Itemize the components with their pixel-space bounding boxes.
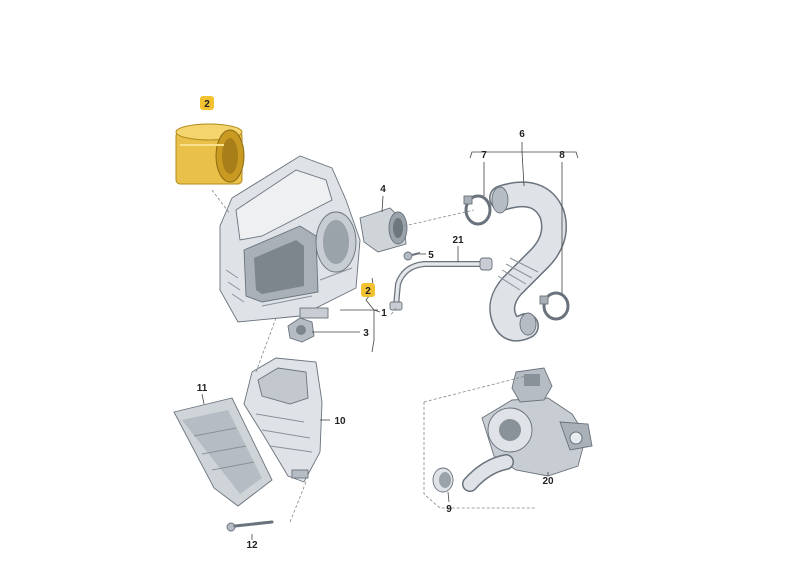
part-labels: 2 2 1 3 4 5 6 7 8 9 10 11 12 20 21: [197, 99, 566, 551]
label-5: 5: [428, 250, 434, 261]
badge-2-top: [200, 96, 214, 110]
turbocharger: [462, 367, 593, 492]
breather-hose: [389, 257, 493, 311]
label-9: 9: [446, 504, 452, 515]
air-guide-panel: [173, 397, 273, 507]
highlight-badges: [200, 96, 375, 297]
label-20: 20: [542, 476, 554, 487]
air-filter-element: [175, 123, 245, 185]
label-2-housing: 2: [365, 286, 371, 297]
badge-2-mid: [361, 283, 375, 297]
label-1: 1: [381, 308, 387, 319]
label-7: 7: [481, 150, 487, 161]
label-6: 6: [519, 129, 525, 140]
bolt-part-12: [226, 520, 274, 532]
assembly-dashed-lines: [211, 189, 536, 523]
label-3: 3: [363, 328, 369, 339]
housing-mount-fitting: [287, 317, 315, 343]
label-4: 4: [380, 184, 386, 195]
label-8: 8: [559, 150, 565, 161]
hose-clamp-7: [463, 194, 492, 226]
intake-connector-sleeve: [359, 207, 408, 253]
label-10: 10: [334, 416, 346, 427]
label-2-filter: 2: [204, 99, 210, 110]
label-11: 11: [197, 383, 208, 394]
label-12: 12: [246, 540, 258, 551]
air-filter-housing: [219, 155, 361, 323]
hose-clamp-8: [539, 291, 570, 321]
screw-part-5: [403, 251, 421, 261]
intake-hose: [489, 181, 567, 342]
label-21: 21: [452, 235, 464, 246]
leader-lines: [201, 142, 579, 540]
air-guide-duct: [243, 357, 323, 483]
seal-ring: [432, 467, 454, 493]
